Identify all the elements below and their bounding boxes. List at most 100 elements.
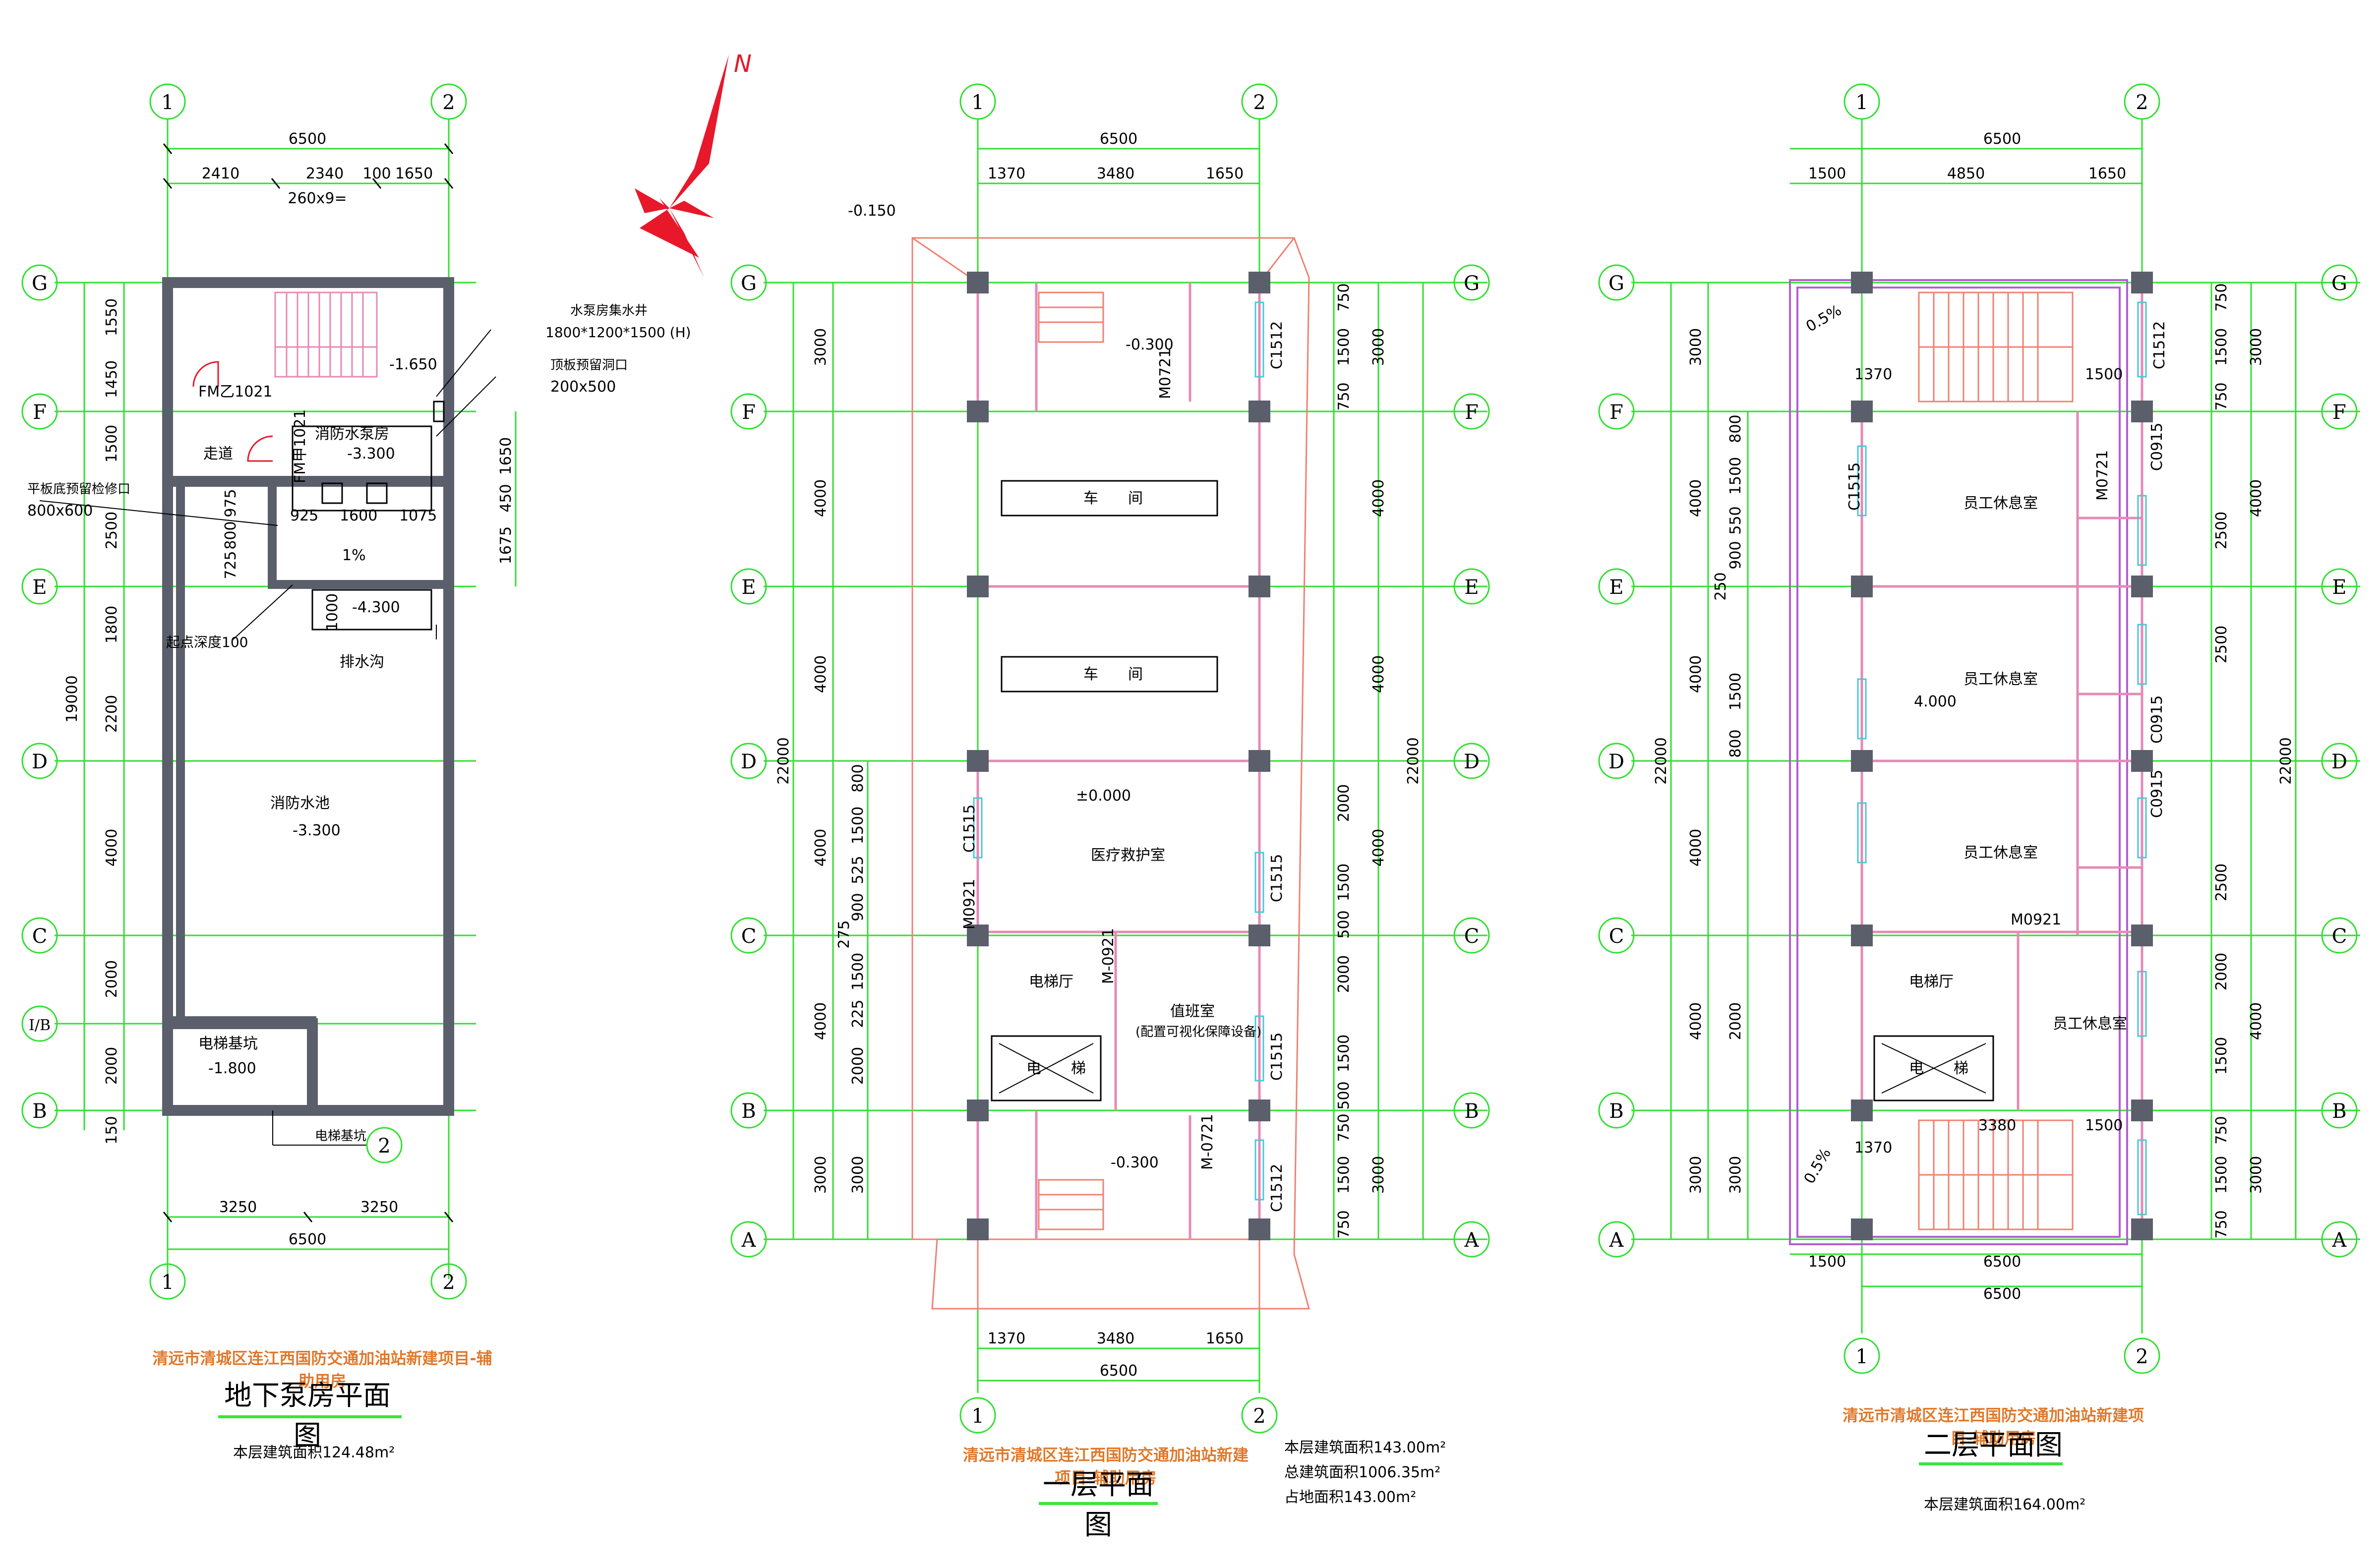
dim-text: 450 [497, 484, 515, 512]
axis-label: E [1464, 576, 1479, 599]
level-mark: 4.000 [1914, 693, 1957, 710]
dim-text: 4000 [812, 479, 830, 517]
dim-text: 2000 [1335, 955, 1353, 993]
dim-text: 525 [849, 856, 867, 884]
axis-label: D [741, 751, 757, 773]
dim-text: 4000 [103, 829, 120, 867]
axis-label: C [2332, 925, 2347, 948]
dim-text: 6500 [1100, 130, 1137, 148]
axis-label: F [742, 401, 756, 424]
dim-text: 1650 [1206, 1330, 1244, 1347]
annotation: 水泵房集水井 [570, 303, 648, 318]
dim-text: 1370 [988, 165, 1025, 182]
dim-text: 925 [290, 507, 318, 524]
first-floor-plan-title: 一层平面图 [1043, 1469, 1154, 1541]
dim-text: 1370 [988, 1330, 1025, 1347]
basement-project-title: 清远市清城区连江西国防交通加油站新建项目-辅助用房 [152, 1349, 492, 1390]
dim-text: 1500 [1727, 673, 1744, 710]
dim-text: 750 [1335, 1113, 1353, 1142]
second-floor-area: 本层建筑面积164.00m² [1924, 1496, 2086, 1513]
window-label: C1515 [1268, 1033, 1286, 1081]
dim-text: 1500 [2085, 1117, 2123, 1134]
axis-label: B [2332, 1100, 2346, 1123]
dim-text: 6500 [289, 1231, 326, 1248]
level-mark: -3.300 [293, 822, 341, 839]
dim-text: 900 [1727, 541, 1744, 569]
dim-text: 1000 [324, 593, 341, 631]
level-mark: -1.650 [389, 356, 437, 373]
second-floor-plan-title: 二层平面图 [1924, 1429, 2063, 1461]
door-label: M0921 [2011, 911, 2061, 928]
axis-label: 2 [1253, 91, 1265, 114]
north-arrow-icon: N [635, 50, 752, 278]
dim-text: 2410 [202, 165, 239, 182]
axis-label: B [32, 1100, 47, 1123]
dim-text: 1075 [399, 507, 437, 524]
dim-text: 3000 [849, 1156, 867, 1194]
dim-text: 800 [849, 764, 867, 792]
dim-text: 22000 [2277, 737, 2295, 784]
room-label: 消防水泵房 [315, 425, 389, 443]
dim-text: 4000 [2248, 479, 2265, 517]
axis-label: E [1609, 576, 1623, 599]
dim-text: 6500 [1983, 1253, 2021, 1271]
dim-text: 800 [1727, 729, 1744, 757]
room-label: 员工休息室 [2053, 1015, 2127, 1033]
dim-text: 3000 [1687, 328, 1705, 366]
dim-text: 750 [2213, 283, 2230, 311]
room-label: 车 间 [1083, 666, 1143, 683]
dim-text: 3480 [1097, 165, 1134, 182]
second-floor-project-title: 清远市清城区连江西国防交通加油站新建项目-辅助用房 [1842, 1406, 2144, 1447]
door-label: M0721 [1157, 348, 1174, 399]
dim-text: 1600 [340, 507, 377, 524]
dim-text: 2200 [103, 695, 120, 733]
room-label: 车 间 [1083, 490, 1143, 507]
dim-text: 100 [362, 165, 391, 182]
second-floor-plan: 1 2 1 2 G F E D C B A G F E D C B A 6500… [1598, 83, 2360, 1374]
axis-label: 2 [2136, 1345, 2148, 1368]
axis-label: I/B [29, 1017, 51, 1034]
axis-label: D [1608, 751, 1624, 773]
dim-text: 800 [1727, 414, 1744, 443]
dim-text: 1650 [395, 165, 433, 182]
dim-text: 6500 [1983, 130, 2021, 148]
dim-text: 1650 [2088, 165, 2126, 182]
dim-text: 750 [2213, 1210, 2230, 1238]
dim-text: 150 [103, 1116, 120, 1144]
dim-text: 4000 [2248, 1002, 2265, 1040]
dim-text: 2340 [306, 165, 344, 182]
room-label: 消防水池 [270, 795, 330, 812]
dim-text: 3000 [1370, 1156, 1387, 1194]
basement-title-underline [218, 1415, 402, 1418]
annotation: 平板底预留检修口 [27, 482, 130, 497]
axis-label: 1 [161, 91, 174, 114]
dim-text: 1800 [103, 606, 120, 643]
level-mark: -1.800 [208, 1060, 256, 1077]
room-label: 排水沟 [340, 653, 384, 671]
dim-text: 900 [849, 893, 867, 921]
dim-text: 3250 [219, 1199, 257, 1216]
dim-text: 800 [222, 521, 239, 549]
axis-label: B [1609, 1100, 1623, 1123]
dim-text: 3000 [1370, 328, 1387, 366]
window-label: C1512 [2151, 321, 2168, 369]
dim-text: 1500 [849, 807, 867, 844]
dim-text: 22000 [775, 737, 792, 784]
axis-label: A [2332, 1229, 2347, 1252]
axis-label: C [1609, 925, 1624, 948]
dim-text: 1500 [1335, 1035, 1353, 1072]
dim-text: 4000 [1370, 829, 1387, 867]
dim-text: 3000 [2248, 1156, 2265, 1194]
dim-text: 4850 [1947, 165, 1985, 182]
dim-text: 6500 [289, 130, 326, 148]
room-label: 电梯基坑 [198, 1035, 258, 1052]
window-label: C0915 [2148, 423, 2166, 471]
dim-text: 250 [1712, 572, 1729, 600]
axis-label: B [741, 1100, 756, 1123]
axis-label: 1 [971, 1405, 984, 1428]
dim-text: 3000 [2248, 328, 2265, 366]
basement-area: 本层建筑面积124.48m² [233, 1444, 395, 1461]
basement-plan: 1 2 1 2 G F E D C I/B B 2 6500 2410 2340… [21, 83, 691, 1300]
axis-label: C [741, 925, 757, 948]
annotation: 电梯基坑 [315, 1129, 366, 1144]
